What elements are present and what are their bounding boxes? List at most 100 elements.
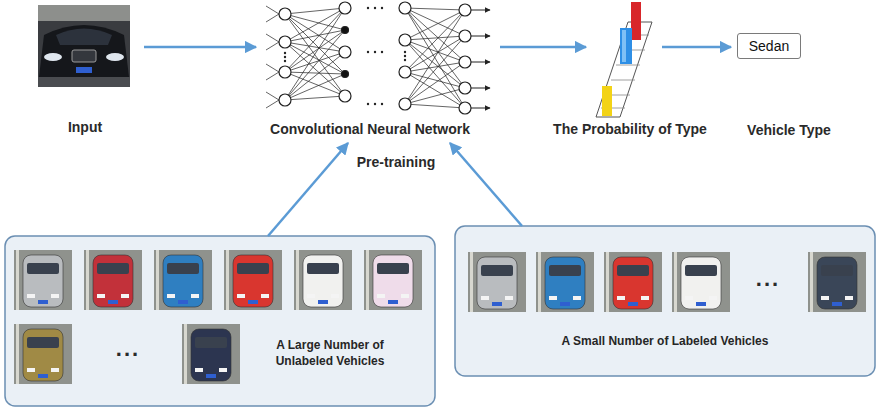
vehicle-thumbnail: [163, 255, 203, 307]
network-weight: [266, 6, 279, 14]
vehicle-thumbnail: [681, 257, 721, 309]
vehicle-thumbnail: [84, 250, 142, 310]
flow-arrow: [450, 143, 522, 226]
vehicle-thumbnail: [709, 296, 717, 300]
vehicle-thumbnail: [470, 252, 473, 312]
network-weight: [405, 8, 465, 88]
panel-label: A Large Number of Unlabeled Vehicles: [250, 338, 410, 369]
vehicle-thumbnail: [16, 324, 19, 384]
vehicle-thumbnail: [477, 257, 517, 309]
ellipsis-dot: [284, 56, 286, 58]
flow-arrow: [144, 46, 256, 49]
neuron: [279, 8, 291, 20]
box-label: Sedan: [749, 38, 789, 54]
vehicle-thumbnail: [195, 368, 203, 372]
vehicle-thumbnail: [156, 250, 159, 310]
input-car-photo: [106, 53, 124, 61]
vehicle-thumbnail: [377, 294, 385, 298]
network-block: Convolutional Neural Network: [262, 0, 494, 112]
ellipsis-mark: ...: [116, 336, 140, 362]
neuron: [459, 4, 471, 16]
vehicle-thumbnail: [86, 250, 89, 310]
network-weight: [405, 10, 465, 40]
probability-icon: [596, 2, 652, 117]
neuron: [279, 94, 291, 106]
neuron: [399, 98, 411, 110]
ellipsis-dot: [374, 51, 376, 53]
vehicle-thumbnail: [38, 300, 48, 304]
vehicle-thumbnail: [51, 294, 59, 298]
vehicle-thumbnail: [617, 265, 649, 276]
vehicle-thumbnail: [184, 324, 187, 384]
vehicle-thumbnail: [536, 252, 594, 312]
network-weight: [405, 40, 465, 62]
probability-icon: [620, 28, 632, 64]
vehicle-thumbnail: [388, 300, 398, 304]
probability-icon: [596, 22, 652, 117]
vehicle-thumbnail: [224, 250, 282, 310]
input-car-photo: [38, 5, 130, 87]
vehicle-thumbnail: [401, 294, 409, 298]
vehicle-thumbnail: [191, 294, 199, 298]
vehicle-thumbnail: [606, 252, 609, 312]
vehicle-thumbnail: [51, 368, 59, 372]
network-weight: [405, 8, 465, 10]
vehicle-thumbnail: [27, 263, 59, 274]
vehicle-thumbnail: [14, 324, 72, 384]
input-car-photo: [72, 50, 96, 62]
vehicle-thumbnail: [373, 255, 413, 307]
network-weight: [266, 100, 279, 108]
network-weight: [266, 14, 279, 22]
network-weight: [405, 10, 465, 104]
vehicle-thumbnail: [97, 263, 129, 274]
vehicle-thumbnail: [27, 294, 35, 298]
vehicle-thumbnail: [492, 302, 502, 306]
vehicle-thumbnail: [604, 252, 662, 312]
neuron: [339, 90, 351, 102]
vehicle-thumbnail: [817, 257, 857, 309]
vehicle-thumbnail: [366, 250, 369, 310]
vehicle-thumbnail: [121, 294, 129, 298]
vehicle-thumbnail: [303, 255, 343, 307]
vehicle-thumbnail: [685, 296, 693, 300]
network-weight: [285, 96, 345, 100]
ellipsis-dot: [381, 51, 383, 53]
neuron: [459, 82, 471, 94]
flow-arrow: [500, 46, 586, 49]
vehicle-thumbnail: [821, 296, 829, 300]
caption-label: Input: [68, 119, 102, 135]
vehicle-thumbnail: [377, 263, 409, 274]
vehicle-thumbnail: [294, 250, 352, 310]
vehicle-thumbnail: [261, 294, 269, 298]
process-box: SedanVehicle Type: [737, 33, 801, 59]
vehicle-thumbnail: [808, 252, 866, 312]
network-weight: [285, 52, 345, 100]
neuron: [279, 66, 291, 78]
vehicle-thumbnails: [14, 250, 866, 384]
panel-ground: [455, 226, 875, 376]
neuron: [339, 46, 351, 58]
ellipsis-dot: [381, 103, 383, 105]
vehicle-thumbnail: [23, 255, 63, 307]
vehicle-thumbnail: [364, 250, 422, 310]
vehicle-thumbnail: [364, 250, 422, 310]
neuron: [399, 34, 411, 46]
neuron: [339, 2, 351, 14]
vehicle-thumbnail: [536, 252, 594, 312]
vehicle-thumbnail: [14, 250, 72, 310]
ellipsis-dot: [284, 52, 286, 54]
caption-label: The Probability of Type: [553, 121, 707, 137]
vehicle-thumbnail: [27, 368, 35, 372]
vehicle-thumbnail: [224, 250, 282, 310]
network-weight: [405, 36, 465, 104]
network-weight: [405, 40, 465, 108]
network-weight: [405, 40, 465, 88]
network-weight: [266, 42, 279, 50]
vehicle-thumbnail: [294, 250, 352, 310]
ellipsis-dot: [374, 7, 376, 9]
network-output: [471, 108, 490, 109]
ellipsis-dot: [374, 103, 376, 105]
network-weight: [285, 42, 345, 96]
vehicle-thumbnail: [685, 265, 717, 276]
vehicle-thumbnail: [93, 255, 133, 307]
